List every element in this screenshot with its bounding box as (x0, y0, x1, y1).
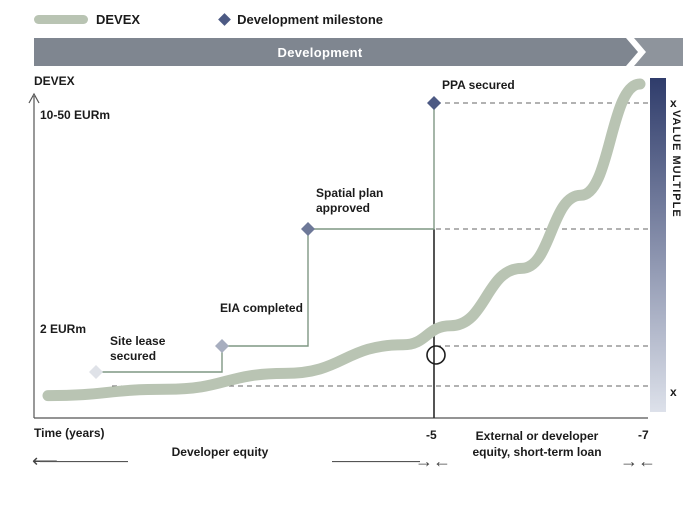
value-multiple-label: VALUE MULTIPLE (670, 110, 682, 218)
value-multiple-bar (650, 78, 666, 412)
milestone-diamond-eia (215, 339, 229, 353)
development-phase-bar (34, 38, 683, 66)
milestone-label-eia: EIA completed (220, 301, 303, 315)
devex-legend-swatch (34, 14, 88, 24)
value-multiple-tick-bottom: x (670, 385, 677, 399)
y-tick-label-high: 10-50 EURm (40, 108, 111, 122)
milestone-label-spatial-plan: Spatial plan approved (316, 186, 384, 215)
value-multiple-tick-top: x (670, 96, 677, 110)
milestone-label-site-lease: Site lease secured (110, 334, 166, 363)
right-arrow-icon-2: →← (620, 451, 656, 471)
right-arrow-icon: →← (415, 451, 451, 471)
y-axis-title: DEVEX (34, 74, 75, 88)
milestone-legend-label: Development milestone (237, 11, 384, 27)
milestone-diamond-spatial-plan (301, 222, 315, 236)
y-axis-arrow (28, 92, 40, 104)
milestone-diamond-site-lease (89, 365, 103, 379)
intersection-circle (426, 345, 446, 365)
y-tick-label-low: 2 EURm (40, 322, 87, 336)
bottom-arrows (40, 461, 420, 463)
x-tick-label-7: -7 (638, 428, 649, 442)
x-tick-label-5: -5 (426, 428, 437, 442)
milestone-diamond-ppa (427, 96, 441, 110)
milestone-label-ppa: PPA secured (442, 78, 515, 92)
legend: DEVEX Development milestone (34, 6, 383, 32)
development-phase-label: Development (277, 45, 363, 60)
devex-legend-label: DEVEX (96, 11, 141, 27)
x-axis-title: Time (years) (34, 426, 105, 440)
milestone-step-line (96, 103, 435, 373)
external-funding-label: External or developer equity, short-term… (472, 429, 602, 459)
developer-equity-label: Developer equity (171, 445, 269, 459)
milestone-markers (89, 96, 441, 379)
devex-curve (42, 78, 646, 402)
